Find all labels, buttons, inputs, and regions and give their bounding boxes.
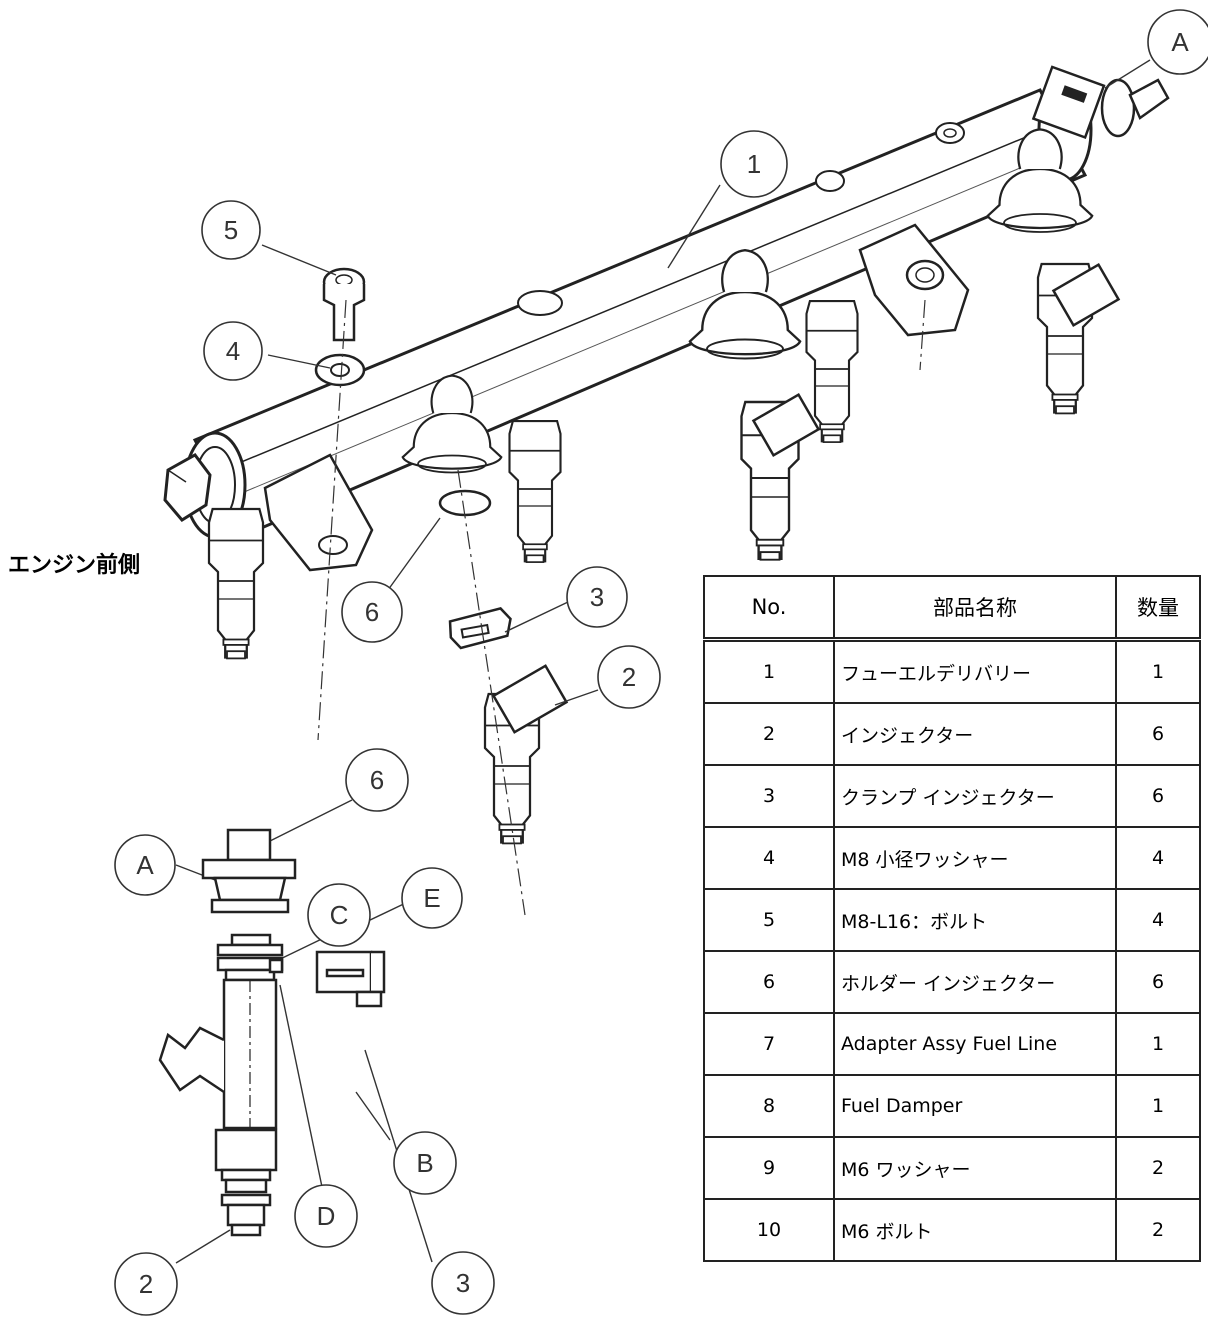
row-quantity: 6	[1115, 764, 1201, 828]
row-quantity: 2	[1115, 1136, 1201, 1200]
row-part-name: M6 ワッシャー	[833, 1136, 1117, 1200]
table-header-row: No. 部品名称 数量	[703, 575, 1201, 642]
detail-callout-B: B	[416, 1148, 433, 1178]
row-no: 7	[703, 1012, 835, 1076]
row-no: 9	[703, 1136, 835, 1200]
callout-circles	[114, 9, 1208, 1316]
fuel-delivery-rail	[163, 65, 1170, 572]
engine-front-label: エンジン前側	[8, 553, 141, 578]
callout-A: A	[1171, 27, 1189, 57]
table-row: 1 フューエルデリバリー 1	[703, 638, 1201, 704]
row-no: 3	[703, 764, 835, 828]
exploded-washer-4	[314, 353, 366, 387]
row-no: 4	[703, 826, 835, 890]
row-quantity: 2	[1115, 1198, 1201, 1262]
callout-4: 4	[226, 336, 240, 366]
detail-clamp	[315, 950, 386, 1008]
row-no: 6	[703, 950, 835, 1014]
row-part-name: クランプ インジェクター	[833, 764, 1117, 828]
row-quantity: 4	[1115, 826, 1201, 890]
installed-injector-1	[207, 507, 265, 660]
row-part-name: M6 ボルト	[833, 1198, 1117, 1262]
row-no: 5	[703, 888, 835, 952]
row-quantity: 6	[1115, 950, 1201, 1014]
row-part-name: M8-L16：ボルト	[833, 888, 1117, 952]
row-no: 10	[703, 1198, 835, 1262]
row-quantity: 4	[1115, 888, 1201, 952]
header-quantity: 数量	[1115, 575, 1201, 642]
exploded-bolt-5	[322, 267, 366, 342]
table-row: 6 ホルダー インジェクター 6	[703, 950, 1201, 1014]
detail-callout-D: D	[317, 1201, 336, 1231]
row-part-name: インジェクター	[833, 702, 1117, 766]
detail-callout-E: E	[423, 883, 440, 913]
row-quantity: 1	[1115, 1074, 1201, 1138]
table-row: 2 インジェクター 6	[703, 702, 1201, 766]
row-no: 8	[703, 1074, 835, 1138]
detail-callout-2: 2	[139, 1269, 153, 1299]
callout-3: 3	[590, 582, 604, 612]
detail-callout-C: C	[330, 900, 349, 930]
row-quantity: 6	[1115, 702, 1201, 766]
row-no: 1	[703, 638, 835, 704]
table-row: 7 Adapter Assy Fuel Line 1	[703, 1012, 1201, 1076]
table-row: 10 M6 ボルト 2	[703, 1198, 1201, 1262]
row-part-name: M8 小径ワッシャー	[833, 826, 1117, 890]
row-quantity: 1	[1115, 1012, 1201, 1076]
header-no: No.	[703, 575, 835, 642]
installed-injector-3	[688, 249, 821, 561]
table-row: 9 M6 ワッシャー 2	[703, 1136, 1201, 1200]
table-row: 5 M8-L16：ボルト 4	[703, 888, 1201, 952]
row-part-name: フューエルデリバリー	[833, 638, 1117, 704]
header-part-name: 部品名称	[833, 575, 1117, 642]
detail-assembly	[158, 828, 297, 1237]
exploded-holder-6-ring	[438, 489, 492, 517]
detail-callout-3: 3	[456, 1268, 470, 1298]
row-no: 2	[703, 702, 835, 766]
callout-2: 2	[622, 662, 636, 692]
table-row: 8 Fuel Damper 1	[703, 1074, 1201, 1138]
detail-callout-A: A	[136, 850, 154, 880]
installed-injector-5	[986, 128, 1121, 415]
exploded-injector-2	[483, 664, 569, 845]
callout-6: 6	[365, 597, 379, 627]
table-row: 4 M8 小径ワッシャー 4	[703, 826, 1201, 890]
row-part-name: Fuel Damper	[833, 1074, 1117, 1138]
exploded-clamp-3	[446, 605, 516, 651]
callout-1: 1	[747, 149, 761, 179]
row-part-name: ホルダー インジェクター	[833, 950, 1117, 1014]
parts-list-table: No. 部品名称 数量 1 フューエルデリバリー 1 2 インジェクター 6 3…	[703, 575, 1201, 1262]
table-row: 3 クランプ インジェクター 6	[703, 764, 1201, 828]
row-part-name: Adapter Assy Fuel Line	[833, 1012, 1117, 1076]
center-lines	[317, 299, 926, 916]
row-quantity: 1	[1115, 638, 1201, 704]
callout-5: 5	[224, 215, 238, 245]
detail-callout-6: 6	[370, 765, 384, 795]
